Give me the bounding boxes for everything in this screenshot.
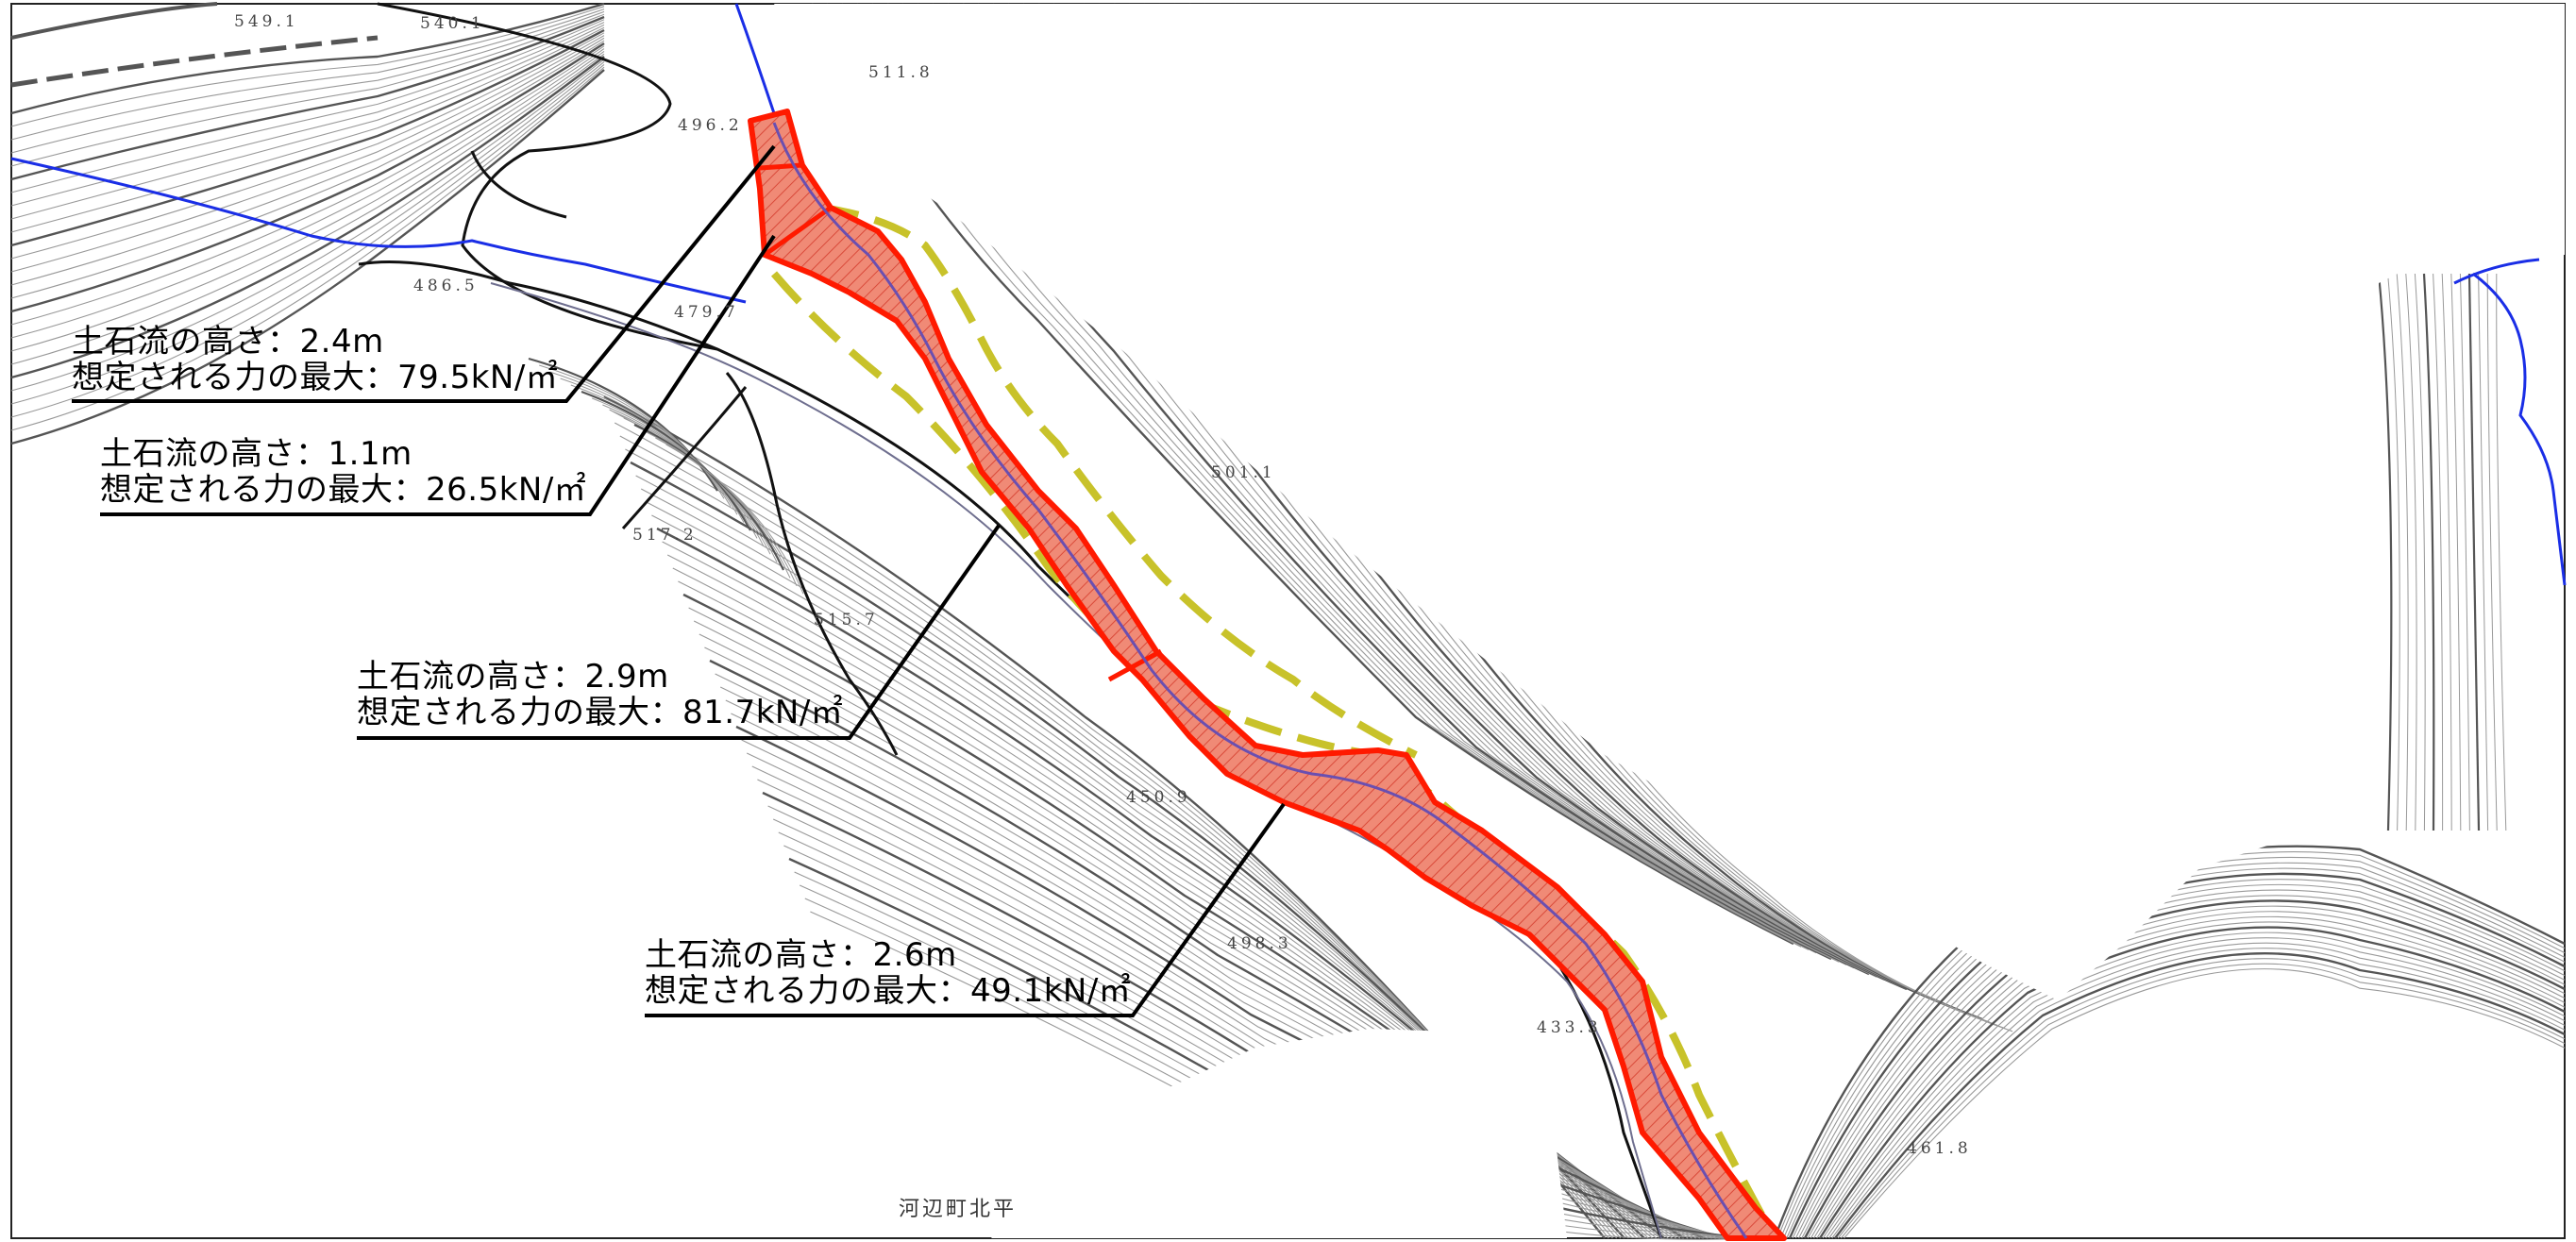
callout-2: 土石流の高さ：1.1m 想定される力の最大：26.5kN/㎡ bbox=[100, 436, 586, 508]
max-impact-force: 想定される力の最大：26.5kN/㎡ bbox=[100, 471, 587, 509]
callout-3: 土石流の高さ：2.9m 想定される力の最大：81.7kN/㎡ bbox=[357, 659, 843, 730]
contour-line bbox=[10, 28, 605, 247]
contour-line bbox=[10, 45, 605, 326]
contour-line bbox=[2433, 273, 2444, 831]
hazard-zone bbox=[748, 109, 1787, 1241]
elevation-label: 496.2 bbox=[678, 116, 743, 135]
contour-line bbox=[10, 69, 605, 445]
contour-line bbox=[10, 22, 605, 207]
contour-line bbox=[10, 32, 605, 260]
debris-flow-height: 土石流の高さ：2.6m bbox=[645, 936, 957, 974]
contour-line bbox=[1834, 952, 2566, 1239]
elevation-label: 549.1 bbox=[234, 12, 299, 31]
contour-line bbox=[655, 437, 798, 586]
contour-line bbox=[592, 397, 758, 539]
max-impact-force: 想定される力の最大：79.5kN/㎡ bbox=[72, 359, 559, 396]
elevation-label: 433.3 bbox=[1537, 1018, 1602, 1037]
contour-line bbox=[10, 2, 605, 115]
contour-line bbox=[581, 390, 751, 531]
contour-line bbox=[1831, 948, 2566, 1239]
contour-line bbox=[10, 37, 605, 286]
contour-line bbox=[10, 15, 605, 181]
debris-flow-height: 土石流の高さ：2.9m bbox=[357, 658, 669, 696]
contour-line bbox=[2405, 273, 2417, 831]
contour-line bbox=[1837, 958, 2566, 1239]
contour-line bbox=[10, 10, 605, 154]
contour-line bbox=[10, 6, 605, 127]
contour-line bbox=[2377, 273, 2393, 831]
contour-line bbox=[2486, 273, 2498, 831]
elevation-label: 501.1 bbox=[1211, 463, 1276, 482]
contour-line bbox=[2467, 273, 2481, 831]
elevation-label: 498.3 bbox=[1227, 934, 1292, 953]
contour-line bbox=[10, 35, 605, 273]
debris-flow-height: 土石流の高さ：2.4m bbox=[72, 323, 384, 361]
contour-line bbox=[2441, 273, 2452, 831]
contour-line bbox=[1813, 915, 2566, 1239]
contour-line bbox=[2450, 273, 2462, 831]
callout-1: 土石流の高さ：2.4m 想定される力の最大：79.5kN/㎡ bbox=[72, 324, 558, 395]
elevation-labels: 549.1 540.1 511.8 496.2 486.5 479.7 501.… bbox=[234, 12, 1972, 1158]
unmapped-area bbox=[774, 4, 2565, 1000]
callout-4: 土石流の高さ：2.6m 想定される力の最大：49.1kN/㎡ bbox=[645, 937, 1131, 1009]
max-impact-force: 想定される力の最大：49.1kN/㎡ bbox=[645, 972, 1132, 1010]
debris-flow-height: 土石流の高さ：1.1m bbox=[100, 435, 412, 473]
contour-line bbox=[10, 56, 605, 379]
contour-line bbox=[1816, 921, 2566, 1239]
contour-line bbox=[560, 378, 738, 515]
contour-line bbox=[2422, 273, 2435, 831]
contour-line bbox=[665, 444, 804, 595]
contour-line bbox=[1818, 926, 2566, 1239]
leader-lines bbox=[72, 144, 1286, 1017]
unmapped-area-lower bbox=[991, 1029, 1567, 1238]
contour-line bbox=[10, 50, 605, 352]
contour-line bbox=[10, 66, 605, 431]
elevation-label: 540.1 bbox=[420, 14, 485, 33]
contour-line bbox=[2496, 273, 2507, 831]
contour-line bbox=[10, 40, 605, 299]
contour-line bbox=[2414, 273, 2426, 831]
contour-line bbox=[10, 53, 605, 365]
contour-line bbox=[1810, 911, 2566, 1239]
elevation-label: 486.5 bbox=[413, 277, 479, 295]
elevation-label: 461.8 bbox=[1907, 1139, 1972, 1158]
contour-line bbox=[10, 59, 605, 392]
contour-line bbox=[10, 42, 605, 313]
elevation-label: 511.8 bbox=[868, 63, 934, 82]
contour-line bbox=[539, 364, 725, 499]
contour-line bbox=[2459, 273, 2470, 831]
elevation-label: 479.7 bbox=[674, 303, 739, 322]
elevation-label: 515.7 bbox=[814, 611, 879, 629]
contour-line bbox=[10, 24, 605, 220]
max-impact-force: 想定される力の最大：81.7kN/㎡ bbox=[357, 694, 844, 731]
contour-line bbox=[1828, 942, 2566, 1239]
contour-line bbox=[1822, 932, 2566, 1239]
contour-line bbox=[1844, 968, 2566, 1239]
contour-line bbox=[2387, 273, 2400, 831]
contour-line bbox=[1825, 937, 2566, 1239]
contour-line bbox=[10, 26, 605, 233]
contour-line bbox=[10, 13, 605, 167]
contour-line bbox=[10, 48, 605, 339]
elevation-label: 450.9 bbox=[1126, 788, 1191, 807]
contour-line bbox=[1840, 963, 2566, 1239]
elevation-label: 517.2 bbox=[632, 526, 698, 545]
contour-line bbox=[10, 61, 605, 405]
place-name: 河辺町北平 bbox=[899, 1198, 1017, 1221]
stream-channel bbox=[772, 122, 1748, 1239]
contour-line bbox=[10, 19, 605, 193]
contour-line bbox=[1807, 905, 2566, 1239]
contour-line bbox=[644, 430, 791, 579]
contour-line bbox=[2396, 273, 2409, 831]
contour-line bbox=[1803, 899, 2566, 1239]
